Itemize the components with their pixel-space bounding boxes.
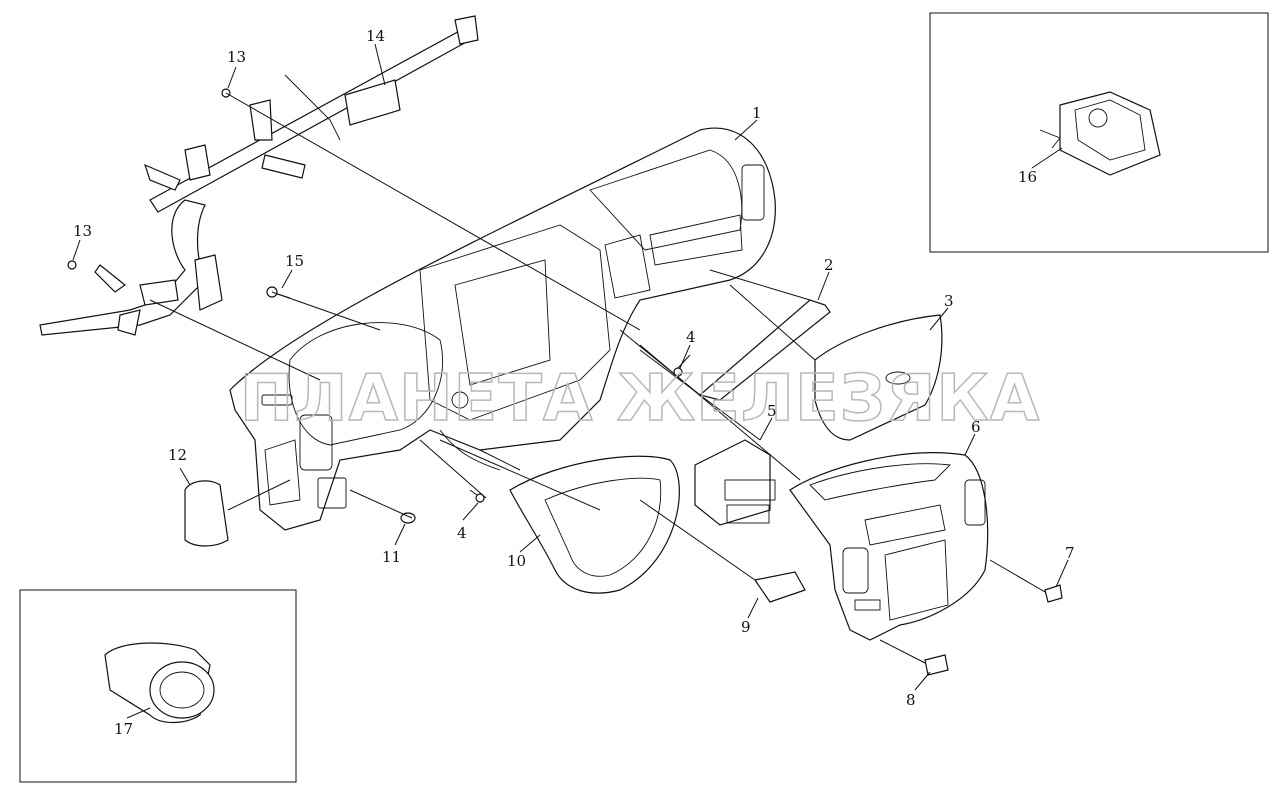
part-8-blank-switch	[924, 654, 949, 676]
part-15-screw	[266, 286, 291, 299]
callout-8: 8	[906, 691, 916, 709]
part-7-cap	[1044, 584, 1063, 603]
inset-frame-clip	[929, 12, 1269, 253]
part-4-clip-upper	[673, 354, 691, 377]
callout-16: 16	[1018, 168, 1037, 186]
part-1-instrument-panel	[229, 127, 776, 531]
callout-12: 12	[168, 446, 187, 464]
callout-5: 5	[767, 402, 777, 420]
part-13-bolt-lower	[67, 260, 77, 270]
part-3-glovebox	[814, 314, 943, 441]
part-6-center-bezel	[789, 452, 989, 641]
part-10-cluster-hood	[509, 455, 680, 594]
callout-11: 11	[382, 548, 401, 566]
callout-3: 3	[944, 292, 954, 310]
callout-4-lower: 4	[457, 524, 467, 542]
part-2-liner	[698, 299, 831, 401]
part-4-clip-lower	[469, 489, 485, 503]
callout-4-upper: 4	[686, 328, 696, 346]
watermark-text: ПЛАНЕТА ЖЕЛЕЗЯКА	[240, 362, 1041, 436]
callout-14: 14	[366, 27, 385, 45]
callout-9: 9	[741, 618, 751, 636]
callout-7: 7	[1065, 544, 1075, 562]
callout-13-lower: 13	[73, 222, 92, 240]
inset-frame-vent	[19, 589, 297, 783]
part-16-spring-clip	[1039, 91, 1161, 176]
callout-17: 17	[114, 720, 133, 738]
callout-15: 15	[285, 252, 304, 270]
leader-lines	[72, 43, 1069, 719]
callout-10: 10	[507, 552, 526, 570]
callout-2: 2	[824, 256, 834, 274]
part-11-plug	[400, 512, 416, 524]
callout-6: 6	[971, 418, 981, 436]
part-12-cover	[184, 480, 229, 547]
part-17-air-vent	[104, 642, 215, 724]
part-5-radio-bracket	[694, 439, 776, 526]
part-14-cross-car-beam	[39, 15, 479, 336]
part-9-ashtray	[753, 571, 806, 603]
callout-1: 1	[752, 104, 762, 122]
callout-13-upper: 13	[227, 48, 246, 66]
callout-labels: 1 2 3 4 4 5 6 7 8 9 10 11 12 13 13 14 15…	[73, 27, 1075, 738]
